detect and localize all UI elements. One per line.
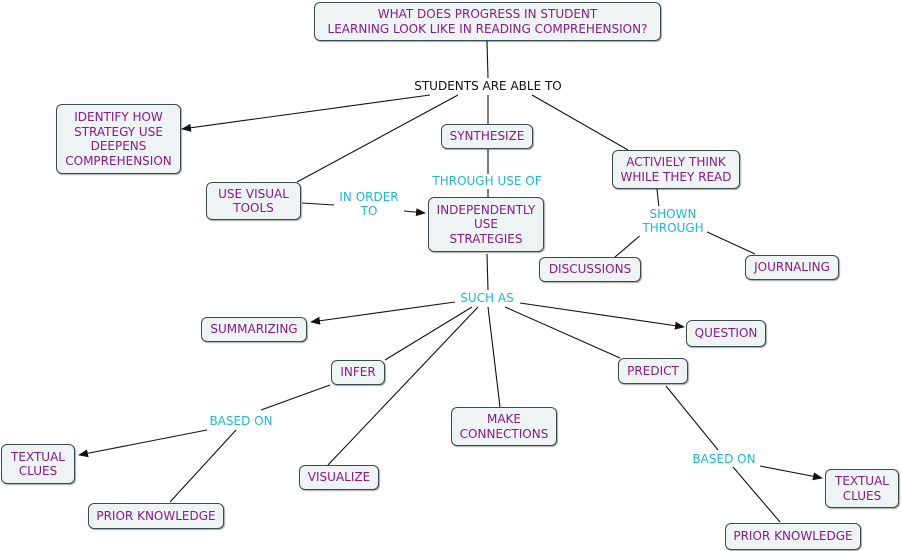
edge-infer-to-basedon [260,384,331,411]
link-based-on-left: BASED ON [205,413,277,429]
link-students-able-to: STUDENTS ARE ABLE TO [414,79,562,94]
edge-visualtools-to-inorder [301,202,335,206]
edge-ableto-to-visualtools [296,94,459,183]
edge-ableto-to-identify [181,94,431,132]
edge-suchas-to-visualize [327,306,479,466]
synthesize-node[interactable]: SYNTHESIZE [441,124,533,149]
edge-suchas-to-predict [504,306,621,359]
edge-root-to-ableto [486,40,489,79]
link-through-use-of: THROUGH USE OF [428,174,546,189]
discussions-node[interactable]: DISCUSSIONS [539,257,641,282]
edge-think-to-shown [656,188,660,209]
prior-knowledge-left-node[interactable]: PRIOR KNOWLEDGE [88,503,224,529]
link-such-as: SUCH AS [456,290,518,306]
edge-inorder-to-strategies [403,208,426,217]
use-visual-tools-node[interactable]: USE VISUAL TOOLS [206,182,301,220]
edge-suchas-to-question [519,302,685,330]
summarizing-node[interactable]: SUMMARIZING [201,317,307,342]
independently-use-strategies-node[interactable]: INDEPENDENTLY USE STRATEGIES [428,197,544,252]
edge-suchas-to-infer [384,306,473,361]
textual-clues-right-node[interactable]: TEXTUAL CLUES [825,469,899,508]
textual-clues-left-node[interactable]: TEXTUAL CLUES [1,444,75,484]
edge-strategies-to-suchas [486,253,489,291]
journaling-node[interactable]: JOURNALING [745,255,839,280]
make-connections-node[interactable]: MAKE CONNECTIONS [451,407,557,446]
prior-knowledge-right-node[interactable]: PRIOR KNOWLEDGE [725,523,861,550]
link-shown-through: SHOWN THROUGH [639,206,707,236]
edge-basedon-to-textual-right [759,465,823,481]
predict-node[interactable]: PREDICT [618,358,688,384]
edge-basedon-to-textual-left [78,429,208,458]
question-node[interactable]: QUESTION [686,320,766,347]
link-based-on-right: BASED ON [688,451,760,467]
identify-strategy-node[interactable]: IDENTIFY HOW STRATEGY USE DEEPENS COMPRE… [56,104,181,174]
edge-predict-to-basedon [665,385,719,451]
edge-suchas-to-connections [487,306,501,408]
edge-ableto-to-think [531,94,629,151]
visualize-node[interactable]: VISUALIZE [299,465,379,490]
link-in-order-to: IN ORDER TO [334,189,404,219]
infer-node[interactable]: INFER [331,360,385,385]
edge-basedon-to-prior-right [732,466,781,523]
edge-suchas-to-summarizing [310,301,456,325]
root-question-node[interactable]: WHAT DOES PROGRESS IN STUDENT LEARNING L… [314,2,661,41]
edge-shown-to-discussions [614,233,643,258]
actively-think-node[interactable]: ACTIVIELY THINK WHILE THEY READ [612,150,740,189]
edge-shown-to-journaling [704,230,756,255]
edge-prior-to-basedon-left [169,429,237,503]
